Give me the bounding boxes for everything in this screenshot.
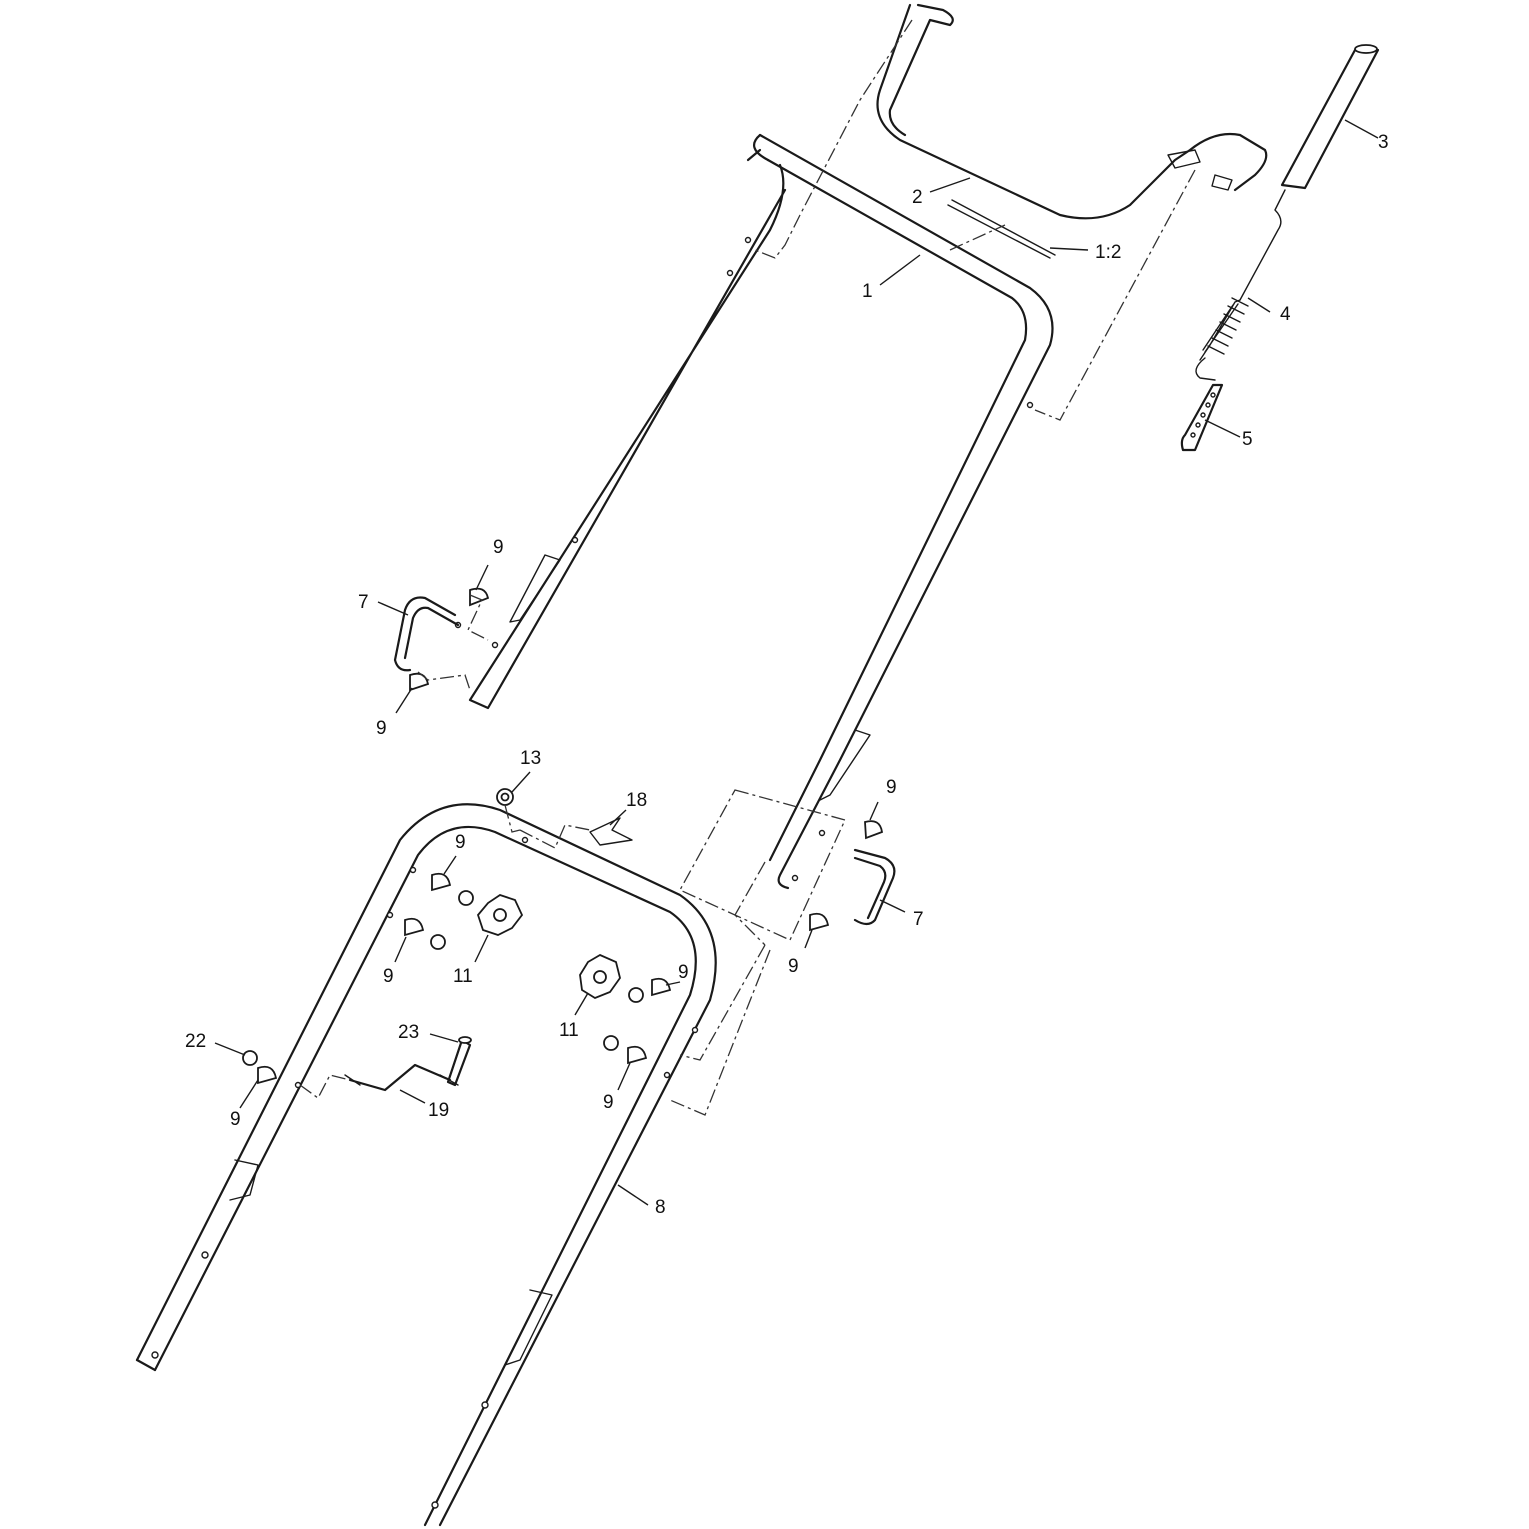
- nut-22: [242, 1050, 258, 1066]
- bracket-left-part: [393, 596, 460, 672]
- callout-9-right-b: 9: [788, 956, 799, 977]
- washer-9c: [864, 820, 883, 840]
- callout-2: 2: [912, 187, 923, 208]
- callout-9-right-a: 9: [886, 777, 897, 798]
- callout-9-lower-c: 9: [678, 962, 689, 983]
- callout-22: 22: [185, 1031, 206, 1052]
- callout-11-left: 11: [453, 966, 473, 987]
- hardware-group: [242, 587, 883, 1092]
- spring-cable-part: [1195, 189, 1286, 381]
- callout-9-lower-a: 9: [455, 832, 466, 853]
- callout-8: 8: [655, 1197, 666, 1218]
- washer-9h: [627, 1045, 648, 1065]
- lever-19: [348, 1063, 452, 1092]
- clip-18: [589, 817, 633, 846]
- adjuster-plate-part: [1180, 383, 1224, 452]
- callout-9-lower-e: 9: [230, 1109, 241, 1130]
- callout-13: 13: [520, 748, 541, 769]
- control-bail-part: [876, 3, 1268, 220]
- washer-9g: [651, 977, 672, 997]
- washer-9d: [809, 912, 830, 932]
- callout-23: 23: [398, 1022, 419, 1043]
- washer-9i: [257, 1065, 278, 1085]
- callout-19: 19: [428, 1100, 449, 1121]
- callout-18: 18: [626, 790, 647, 811]
- callout-3: 3: [1378, 132, 1389, 153]
- callout-4: 4: [1280, 304, 1291, 325]
- callout-7-left: 7: [358, 592, 369, 613]
- grip-part: [1280, 44, 1380, 190]
- lower-handle-part: [135, 803, 717, 1527]
- washer-9a: [469, 587, 490, 607]
- nut-c: [628, 987, 644, 1003]
- callout-1-2: 1:2: [1095, 242, 1121, 263]
- washer-9e: [431, 872, 452, 892]
- callout-1: 1: [862, 281, 873, 302]
- upper-handle-part: [454, 133, 1054, 890]
- callout-9-lower-b: 9: [383, 966, 394, 987]
- callout-labels: 1 1:2 2 3 4 5 7 9 9 13 18 9 7 9 9 9 11 9…: [185, 132, 1389, 1218]
- washer-9f: [404, 917, 425, 937]
- decal-part: [947, 199, 1056, 259]
- callout-9-upper-a: 9: [493, 537, 504, 558]
- callout-5: 5: [1242, 429, 1253, 450]
- nut-a: [458, 890, 474, 906]
- callout-9-lower-d: 9: [603, 1092, 614, 1113]
- nut-b: [430, 934, 446, 950]
- callout-7-right: 7: [913, 909, 924, 930]
- nut-d: [603, 1035, 619, 1051]
- washer-9b: [409, 672, 430, 692]
- bolt-23: [446, 1038, 472, 1087]
- alignment-lines: [299, 19, 1196, 1116]
- bracket-right-part: [853, 848, 896, 926]
- callout-9-upper-b: 9: [376, 718, 387, 739]
- leader-lines: [214, 119, 1379, 1206]
- callout-11-right: 11: [559, 1020, 579, 1041]
